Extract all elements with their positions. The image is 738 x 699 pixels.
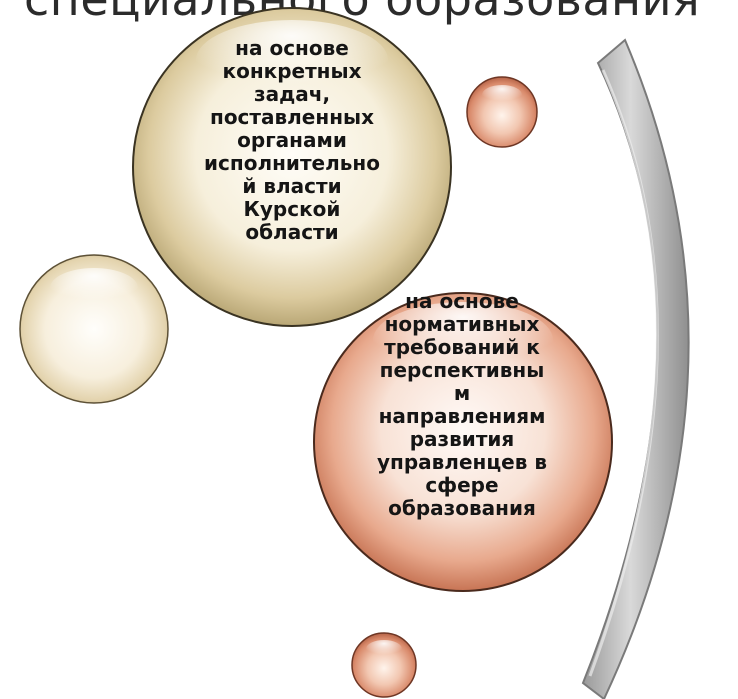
circle-2-text: на основе нормативных требований к персп… <box>376 289 548 520</box>
big-circle-normative-requirements <box>313 292 613 592</box>
small-circle-top <box>466 76 538 148</box>
curved-bracket-arc <box>581 38 690 699</box>
slide-title: специального образования <box>24 0 724 26</box>
circle-1-text: на основе конкретных задач, поставленных… <box>204 36 380 244</box>
small-circle-bottom <box>351 632 417 698</box>
cream-circle-left <box>19 254 169 404</box>
big-circle-specific-tasks <box>132 7 452 327</box>
